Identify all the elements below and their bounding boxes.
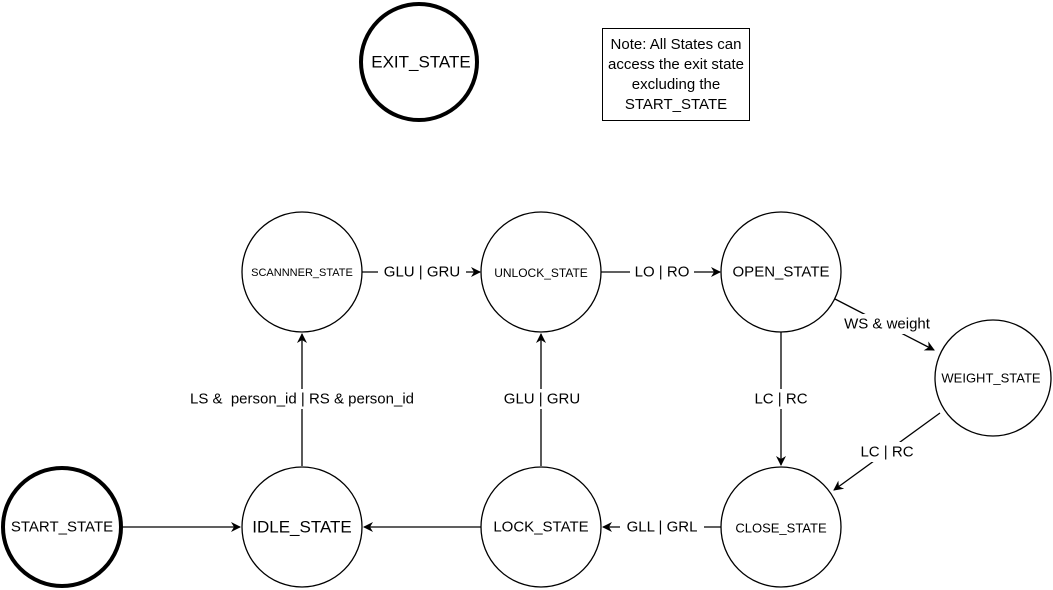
label-open-to-weight: WS & weight <box>844 316 931 333</box>
note-box: Note: All States can access the exit sta… <box>602 28 750 121</box>
state-lock: LOCK_STATE <box>480 466 602 588</box>
label-open-to-close: LC | RC <box>754 391 807 408</box>
state-close: CLOSE_STATE <box>720 466 842 588</box>
state-open: OPEN_STATE <box>720 211 842 333</box>
state-label-idle: IDLE_STATE <box>252 518 352 537</box>
state-label-lock: LOCK_STATE <box>493 519 588 536</box>
state-start: START_STATE <box>1 466 123 588</box>
label-idle-to-scanner: LS & person_id | RS & person_id <box>190 391 414 408</box>
state-label-weight: WEIGHT_STATE <box>941 371 1041 386</box>
edge-labels: GLU | GRU LO | RO WS & weight LC | RC LC… <box>176 262 938 537</box>
state-label-scanner: SCANNNER_STATE <box>251 267 353 279</box>
state-scanner: SCANNNER_STATE <box>241 211 363 333</box>
state-label-start: START_STATE <box>11 519 113 536</box>
note-text: Note: All States can access the exit sta… <box>608 35 744 113</box>
state-idle: IDLE_STATE <box>241 466 363 588</box>
label-close-to-lock: GLL | GRL <box>627 519 698 536</box>
state-label-unlock: UNLOCK_STATE <box>494 266 588 280</box>
state-weight: WEIGHT_STATE <box>934 319 1052 437</box>
label-scanner-to-unlock: GLU | GRU <box>384 264 460 281</box>
label-unlock-to-open: LO | RO <box>635 264 690 281</box>
state-unlock: UNLOCK_STATE <box>480 211 602 333</box>
state-label-exit: EXIT_STATE <box>371 53 471 72</box>
state-label-open: OPEN_STATE <box>733 264 830 281</box>
state-exit: EXIT_STATE <box>359 2 479 122</box>
state-label-close: CLOSE_STATE <box>735 521 827 536</box>
label-weight-to-close: LC | RC <box>860 444 913 461</box>
label-lock-to-unlock: GLU | GRU <box>504 391 580 408</box>
